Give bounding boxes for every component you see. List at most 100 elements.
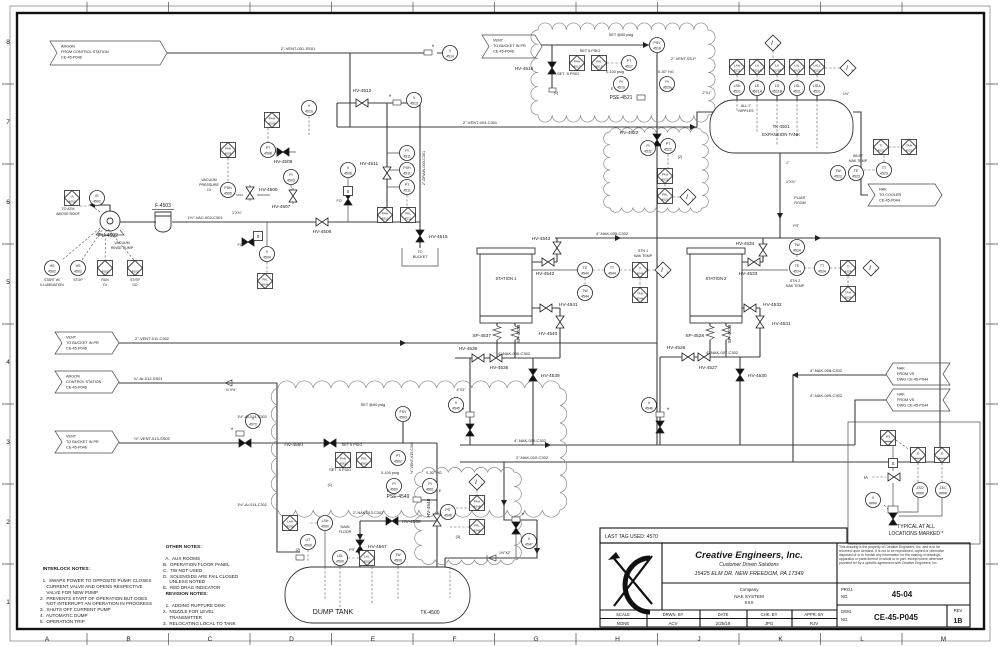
valve-symbol [382, 166, 392, 180]
grid-number: 2 [6, 519, 10, 526]
instrument-diamond [808, 58, 826, 76]
instrument-number: 4521A [752, 90, 763, 94]
instrument-number: 4521 [814, 69, 821, 73]
diagram-text: 1B [954, 618, 963, 625]
instrument-circle [386, 478, 402, 494]
company-logo [608, 552, 653, 615]
valve-label: HV-4512 [353, 88, 372, 94]
instrument-tag: TW [395, 553, 401, 557]
valve-symbol [552, 241, 562, 255]
vacuum-rinse-pump [95, 210, 125, 236]
diagram-text: PRESSURE [199, 183, 219, 187]
diagram-text: E [439, 489, 442, 493]
diagram-text: PIT [349, 548, 355, 552]
diagram-text: Customer Driven Solutions [719, 562, 779, 568]
instrument-LS-4521A: LS 4521A [749, 80, 765, 96]
flag-text: TO BUCKET IN PR [66, 440, 99, 444]
diagram-text: ALL 1" [741, 104, 752, 108]
flow-arrow [615, 235, 621, 241]
flag-text: CONTROL STATION [66, 380, 102, 384]
flow-arrow [690, 124, 696, 130]
instrument-circle [283, 169, 299, 185]
valve-HV-4516: HV-4516 [515, 61, 557, 75]
diagram-text: ACV [668, 621, 677, 626]
instrument-circle [440, 504, 456, 520]
instrument-circle [865, 492, 881, 508]
instrument-number: 4560 [390, 488, 398, 492]
flag-text: TO COOLER [879, 193, 902, 197]
valve-label: HV-4533 [739, 271, 758, 277]
instrument-diamond [768, 58, 786, 76]
diagram-text: STOP [73, 278, 83, 282]
instrument-number: 4517 [574, 65, 581, 69]
instrument-diamond [728, 58, 746, 76]
diagram-text: HV-4548 [426, 498, 432, 517]
valve-unlabeled [238, 438, 252, 448]
valve-symbol [511, 521, 521, 535]
diagram-text: 2"-VENT-011-C302 [135, 336, 170, 341]
instrument-diamond [468, 518, 486, 536]
instrument-number: 4562 [394, 460, 402, 464]
instrument-circle [406, 92, 422, 108]
instrument-number: 4500 [336, 560, 344, 564]
instrument-number: 4500 [321, 525, 329, 529]
instrument-circle [660, 138, 676, 154]
diagram-text: SCALE [616, 612, 630, 617]
instrument-number: 4544 [637, 272, 644, 276]
instrument-number: 4502 [48, 270, 56, 274]
instrument-diamond [631, 261, 649, 279]
diagram-text: STN 1 [638, 249, 648, 253]
valve-unlabeled [465, 423, 475, 437]
valve-unlabeled [511, 521, 521, 535]
valve-HV-4531: HV-4531 [755, 315, 791, 329]
diagram-text: DUMP TANK [313, 609, 354, 616]
diagram-text: SET @50 psig [361, 403, 385, 407]
instrument-number: 4563 [399, 416, 407, 420]
instrument-tag: TT [610, 266, 615, 270]
instrument-circle [399, 162, 415, 178]
instrument-number: 4544 [637, 297, 644, 301]
flag-text: VENT [66, 435, 77, 439]
diagram-text: XXX [744, 600, 753, 605]
instrument-S-: S [343, 186, 353, 196]
flag-text: ARGON [66, 375, 80, 379]
instrument-circle [442, 45, 458, 61]
instrument-number: 4544 [581, 272, 589, 276]
diagram-text: ROOM [794, 201, 805, 205]
revision-cloud [603, 127, 709, 213]
instrument-diamond [788, 58, 806, 76]
instrument-circle [640, 140, 656, 156]
diagram-text: (1) [554, 91, 559, 95]
instrument-circle [422, 478, 438, 494]
instrument-tag: TW [835, 169, 841, 173]
grid-letter: G [533, 636, 538, 643]
valve-HV-4560: HV-4560 [284, 438, 337, 448]
valve-label: HV-4507 [272, 204, 291, 210]
instrument-tag: PT [396, 454, 401, 458]
valve-HV-4505: HV-4505 [245, 186, 278, 200]
instrument-tag: PAH [474, 500, 480, 504]
instrument-tag: LS [755, 84, 760, 88]
grid-number: 8 [6, 39, 10, 46]
interlock-number: 3 [667, 271, 669, 275]
valve-label: HV-4535 [459, 346, 478, 352]
instrument-number: 4548 [444, 514, 452, 518]
instrument-tag: PT [266, 146, 271, 150]
instrument-tag: S [347, 189, 350, 194]
instrument-number: 4520 [663, 86, 671, 90]
valve-HV-4511: HV-4511 [360, 161, 392, 180]
solenoid-square [888, 458, 898, 468]
flag-text: NAK [879, 188, 887, 192]
diagram-text: DRWN. BY [663, 612, 684, 617]
grid-letter: J [697, 636, 700, 643]
